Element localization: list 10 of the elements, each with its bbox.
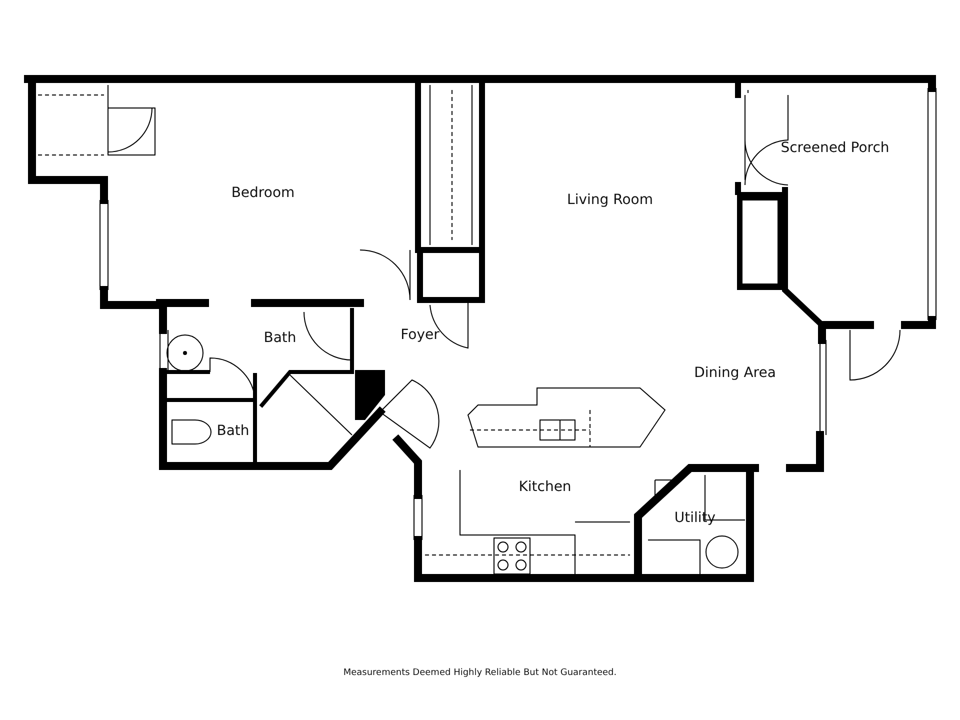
disclaimer-note: Measurements Deemed Highly Reliable But Not Guaranteed. xyxy=(343,668,617,678)
room-label: Kitchen xyxy=(518,479,572,495)
room-label: Bath xyxy=(264,330,296,346)
room-label: Bedroom xyxy=(231,184,295,200)
room-label: Screened Porch xyxy=(780,140,890,156)
room-label: Living Room xyxy=(567,192,653,208)
room-label: Bath xyxy=(216,423,250,439)
room-label: Foyer xyxy=(400,327,440,343)
room-label: Utility xyxy=(674,510,716,526)
room-label: Dining Area xyxy=(694,364,776,380)
